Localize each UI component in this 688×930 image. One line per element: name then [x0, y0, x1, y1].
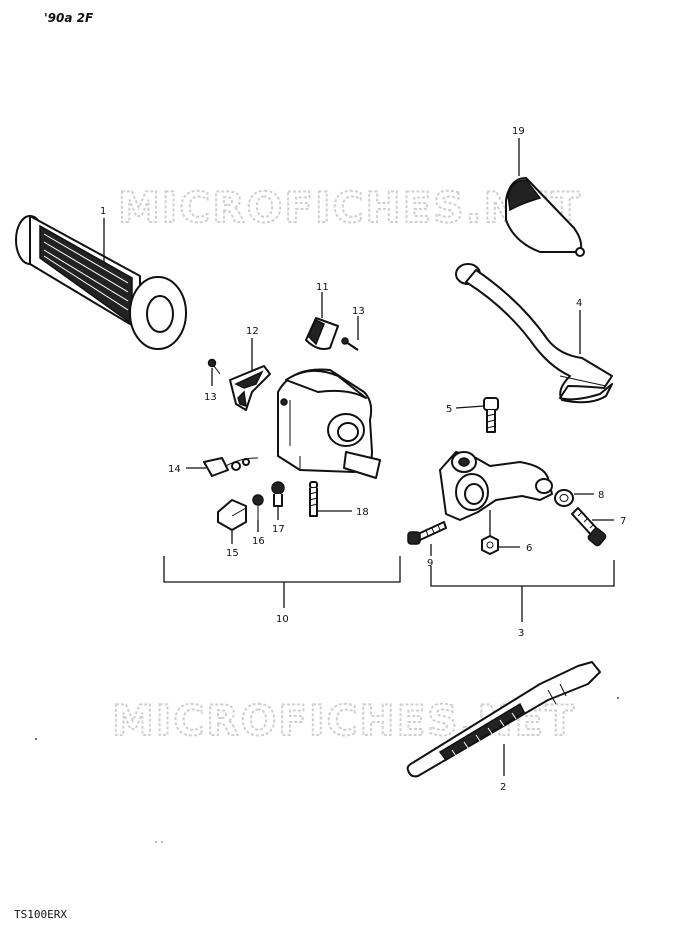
clutch-lever-part: [455, 263, 613, 404]
bolt-9-part: [407, 521, 447, 545]
callout-8: 8: [598, 490, 604, 501]
callout-19: 19: [512, 126, 525, 137]
screw-13-upper-part: [341, 337, 359, 351]
pivot-bolt-5-part: [483, 397, 499, 433]
callout-5: 5: [446, 404, 452, 415]
callout-4: 4: [576, 298, 582, 309]
nut-6-part: [481, 535, 499, 555]
lever-holder-part: [439, 451, 553, 521]
scan-specks: [35, 697, 619, 843]
bolt-18-part: [309, 481, 318, 517]
callout-7: 7: [620, 516, 626, 527]
callout-labels: 1 2 3 4 5 6 7 8 9 10 11 12 13 13 14 15 1…: [100, 126, 626, 793]
callout-15: 15: [226, 548, 239, 559]
grip-part: [15, 215, 187, 350]
header-code: '90a 2F: [44, 11, 94, 25]
switch-knob-11-part: [305, 317, 339, 350]
callout-17: 17: [272, 524, 285, 535]
callout-1: 1: [100, 206, 106, 217]
screw-13-left-part: [207, 358, 221, 375]
callout-11: 11: [316, 282, 329, 293]
switch-knob-12-part: [229, 365, 271, 411]
callout-18: 18: [356, 507, 369, 518]
callout-14: 14: [168, 464, 181, 475]
callout-10: 10: [276, 614, 289, 625]
nut-17-part: [271, 481, 285, 507]
callout-13-upper: 13: [352, 306, 365, 317]
wire-clip-14-part: [203, 457, 259, 477]
callout-16: 16: [252, 536, 265, 547]
connector-15-part: [217, 499, 247, 531]
cable-band-part: [406, 661, 601, 778]
callout-9: 9: [427, 558, 433, 569]
washer-16-part: [252, 494, 264, 520]
callout-13-lower: 13: [204, 392, 217, 403]
callout-2: 2: [500, 782, 506, 793]
callout-6: 6: [526, 543, 532, 554]
switch-housing-part: [277, 368, 381, 479]
watermark-top: MICROFICHES.NET: [118, 183, 582, 232]
washer-8-part: [554, 489, 574, 507]
callout-3: 3: [518, 628, 524, 639]
bolt-7-part: [571, 507, 607, 547]
leader-lines: [103, 138, 615, 776]
callout-12: 12: [246, 326, 259, 337]
footer-model-code: TS100ERX: [14, 908, 67, 921]
lever-cover-part: [505, 177, 585, 257]
